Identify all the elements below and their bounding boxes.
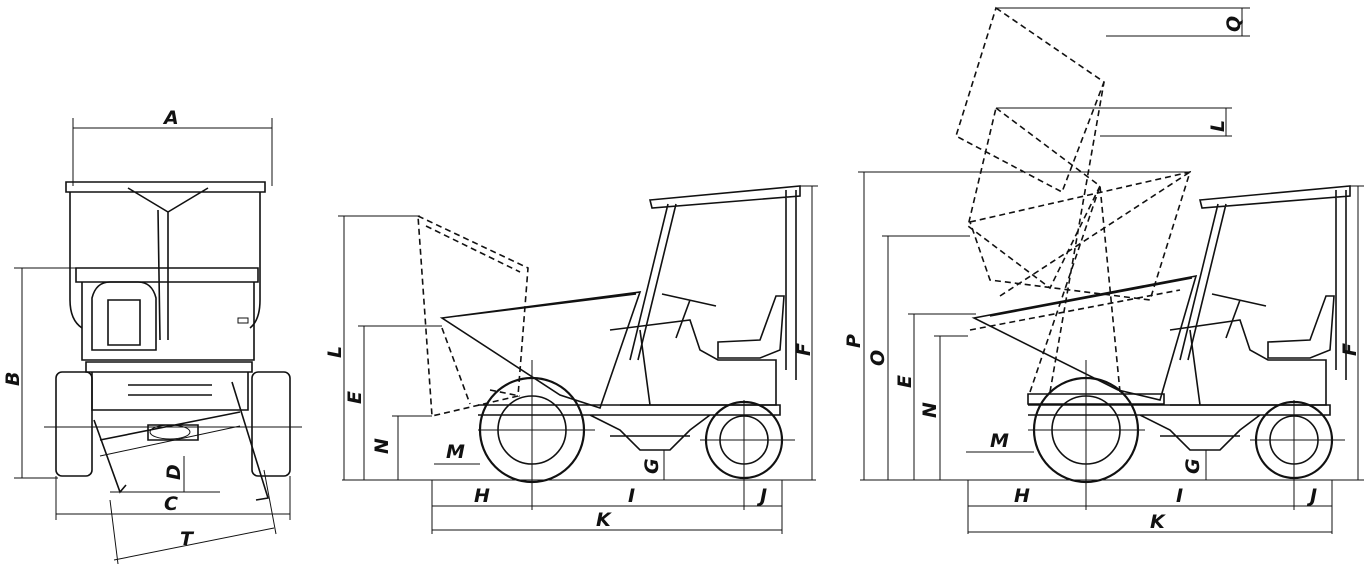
side1-seat bbox=[717, 295, 785, 359]
dim-T-ext-left bbox=[109, 499, 119, 565]
label-J-side2: J bbox=[1306, 485, 1317, 507]
front-axle-hub bbox=[149, 424, 191, 440]
side1-chassis bbox=[478, 404, 781, 451]
label-O: O bbox=[867, 350, 889, 366]
side2-roll-cage bbox=[1179, 185, 1351, 380]
label-T: T bbox=[180, 528, 195, 550]
label-C: C bbox=[164, 493, 178, 515]
front-cab-body bbox=[75, 267, 259, 361]
side-view-high-tip: P O E N M G F L Q H bbox=[843, 6, 1364, 534]
side1-tip-arm bbox=[441, 327, 471, 405]
side1-skip-tipped bbox=[417, 214, 529, 417]
label-H-side1: H bbox=[474, 485, 490, 507]
label-F-side2: F bbox=[1339, 343, 1361, 356]
side2-skip-raised-3 bbox=[955, 6, 1105, 194]
side2-lift-arms bbox=[969, 81, 1191, 393]
front-left-wheel bbox=[55, 371, 93, 477]
side2-lift-frame bbox=[1027, 393, 1165, 405]
label-B: B bbox=[2, 372, 24, 386]
label-I-side1: I bbox=[628, 485, 635, 507]
front-right-wheel bbox=[251, 371, 291, 477]
front-seat bbox=[91, 281, 157, 351]
side1-roll-cage bbox=[629, 185, 801, 380]
label-P: P bbox=[843, 334, 865, 348]
label-Q: Q bbox=[1223, 16, 1245, 32]
label-N-side2: N bbox=[919, 402, 941, 418]
front-tilted-axle bbox=[93, 381, 270, 501]
label-E-side2: E bbox=[894, 375, 916, 388]
side2-seat bbox=[1267, 295, 1335, 359]
side1-skip bbox=[439, 291, 642, 410]
dim-T-ext-right bbox=[263, 469, 277, 535]
label-E-side1: E bbox=[344, 391, 366, 404]
label-I-side2: I bbox=[1176, 485, 1183, 507]
label-L-side1: L bbox=[324, 346, 346, 358]
side1-body bbox=[609, 319, 777, 406]
label-M-side1: M bbox=[446, 441, 465, 463]
side2-skip-raised-2 bbox=[967, 106, 1102, 290]
label-G-side2: G bbox=[1182, 458, 1204, 474]
label-H-side2: H bbox=[1014, 485, 1030, 507]
label-M-side2: M bbox=[990, 430, 1009, 452]
front-indicator bbox=[237, 317, 249, 324]
front-chassis bbox=[85, 361, 253, 411]
label-N-side1: N bbox=[371, 438, 393, 454]
side2-body bbox=[1169, 319, 1327, 406]
side2-steering bbox=[1211, 293, 1267, 339]
front-roll-cage bbox=[65, 181, 266, 341]
label-K-side2: K bbox=[1150, 511, 1166, 533]
label-D: D bbox=[163, 464, 185, 480]
dim-T-line bbox=[113, 527, 275, 561]
front-tilt-line bbox=[99, 425, 241, 457]
label-K-side1: K bbox=[596, 509, 612, 531]
side2-skip bbox=[971, 274, 1198, 401]
label-A: A bbox=[162, 107, 179, 129]
label-L-side2: L bbox=[1207, 120, 1229, 132]
side-view-tip: L E N M G F H I J K bbox=[324, 185, 818, 534]
label-G-side1: G bbox=[641, 458, 663, 474]
label-J-side1: J bbox=[756, 485, 767, 507]
side1-steering bbox=[661, 293, 717, 339]
side2-chassis bbox=[1028, 404, 1331, 451]
label-F-side1: F bbox=[793, 343, 815, 356]
side2-skip-raised-1 bbox=[968, 170, 1192, 301]
front-view: A B C D T bbox=[2, 107, 302, 565]
